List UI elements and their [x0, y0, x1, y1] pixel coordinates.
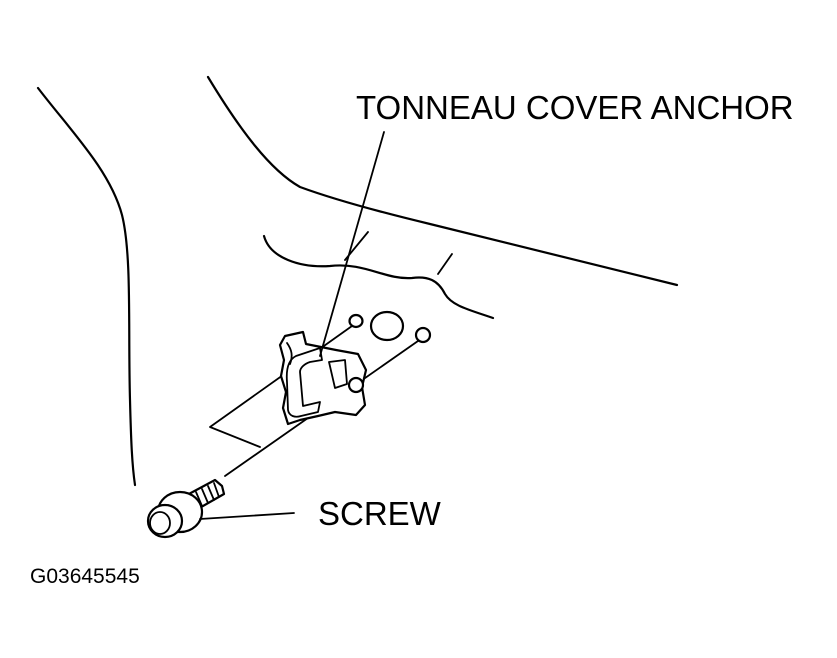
figure-id-label: G03645545 [30, 565, 140, 588]
tonneau-cover-anchor-label: TONNEAU COVER ANCHOR [356, 89, 794, 126]
screw-head-face [149, 511, 171, 535]
anchor-bracket-slot [328, 359, 348, 389]
body-mounting-hole-right [414, 326, 432, 344]
screw-thread-ridges [195, 482, 220, 507]
bed-rail-short-line-2 [437, 253, 453, 275]
screw [146, 478, 226, 539]
screw-label: SCREW [318, 495, 441, 532]
anchor-leader-line [319, 131, 385, 357]
body-upper-panel-line [206, 75, 679, 287]
anchor-bracket-edge [286, 342, 293, 365]
body-mounting-hole-large [369, 310, 405, 342]
anchor-bracket-loop [285, 347, 323, 418]
body-left-pillar-line [36, 86, 137, 487]
anchor-bracket-hole [347, 376, 365, 394]
bed-rail-contour-line [262, 234, 495, 320]
screw-leader-line [199, 512, 295, 520]
body-mounting-hole-upper [348, 313, 364, 329]
